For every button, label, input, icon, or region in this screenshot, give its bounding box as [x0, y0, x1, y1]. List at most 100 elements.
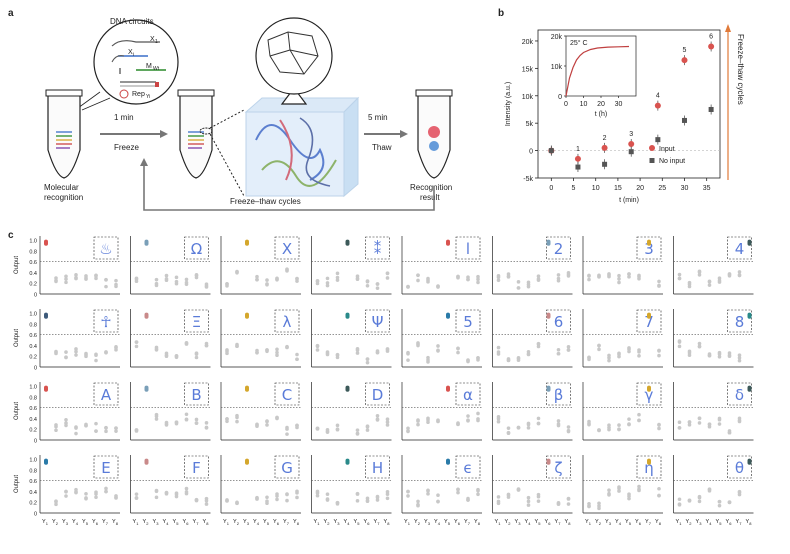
cell-y-tick-label: 1.0: [29, 239, 37, 245]
inactive-output-point: [436, 493, 440, 498]
active-output-point: [345, 387, 350, 392]
inactive-output-point: [64, 280, 68, 285]
inactive-output-point: [526, 499, 531, 504]
inactive-output-point: [416, 422, 420, 427]
handwritten-glyph: 5: [463, 313, 473, 331]
recognition-cell: l: [401, 236, 482, 295]
handwritten-glyph: 8: [735, 313, 745, 331]
inactive-output-point: [627, 496, 631, 501]
inset-title: 25° C: [570, 39, 588, 47]
inactive-output-point: [496, 415, 501, 419]
inactive-output-point: [335, 275, 340, 280]
cell-y-tick-label: 0: [34, 293, 37, 299]
cell-x-tick-label: Y7: [374, 519, 381, 526]
handwritten-glyph: ζ: [554, 459, 562, 477]
active-output-point: [245, 460, 249, 465]
input-point: [654, 102, 661, 109]
inactive-output-point: [436, 349, 440, 353]
inactive-output-point: [627, 275, 631, 279]
inactive-output-point: [697, 421, 702, 425]
no-input-point: [602, 161, 608, 167]
cell-y-tick-label: 0: [34, 439, 37, 445]
inactive-output-point: [536, 277, 541, 281]
handwriting-box: [636, 382, 662, 406]
inactive-output-point: [295, 357, 299, 362]
no-input-point: [628, 149, 634, 155]
inset-y-tick-label: 10k: [551, 64, 563, 71]
input-point: [574, 155, 581, 162]
inactive-output-point: [737, 353, 742, 358]
inactive-output-point: [74, 347, 78, 351]
cell-x-tick-label: Y4: [72, 519, 79, 526]
handwriting-box: [636, 236, 662, 260]
inactive-output-point: [516, 280, 521, 284]
freeze-thaw-side-label: Freeze–thaw cycles: [736, 34, 745, 105]
inactive-output-point: [516, 426, 521, 430]
handwritten-glyph: Ω: [191, 240, 202, 258]
inactive-output-point: [104, 425, 108, 430]
inactive-output-point: [255, 274, 259, 279]
inactive-output-point: [707, 422, 712, 427]
inactive-output-point: [74, 353, 78, 357]
inset-x-tick-label: 30: [615, 101, 623, 108]
handwritten-glyph: 7: [644, 313, 654, 331]
handwriting-box: [727, 382, 752, 406]
cell-x-tick-label: Y6: [364, 519, 371, 526]
inactive-output-point: [406, 285, 410, 289]
inactive-output-point: [597, 428, 601, 432]
inactive-output-point: [406, 358, 410, 362]
inactive-output-point: [426, 355, 430, 360]
inactive-output-point: [697, 273, 702, 277]
handwriting-box: [727, 455, 752, 479]
cell-y-tick-label: 1.0: [29, 312, 37, 318]
inactive-output-point: [587, 357, 591, 362]
tube-icon: [177, 89, 215, 179]
handwriting-box: [365, 309, 390, 333]
handwritten-glyph: 4: [735, 240, 745, 258]
inactive-output-point: [406, 350, 410, 355]
inactive-output-point: [64, 423, 68, 428]
inactive-output-point: [164, 492, 169, 496]
inactive-output-point: [436, 344, 440, 348]
rep-sub: Yi: [146, 94, 150, 100]
active-output-point: [144, 460, 149, 465]
cell-y-tick-label: 0.2: [29, 355, 37, 361]
active-output-point: [446, 460, 450, 465]
inactive-output-point: [637, 487, 641, 492]
x1-sub: 1: [155, 39, 158, 45]
inactive-output-point: [717, 503, 722, 508]
inactive-output-point: [385, 492, 390, 496]
handwriting-box: [636, 309, 662, 333]
inactive-output-point: [697, 416, 702, 420]
inactive-output-point: [265, 495, 269, 500]
inactive-output-point: [74, 490, 78, 495]
cell-x-tick-label: Y8: [565, 519, 572, 526]
active-output-point: [144, 314, 149, 319]
inactive-output-point: [315, 489, 320, 494]
inactive-output-point: [194, 417, 199, 422]
inactive-output-point: [466, 418, 470, 422]
inactive-output-point: [255, 277, 259, 282]
inactive-output-point: [94, 276, 98, 281]
inactive-output-point: [104, 429, 108, 434]
inactive-output-point: [365, 428, 370, 432]
cell-x-tick-label: Y1: [404, 519, 411, 526]
active-output-point: [245, 241, 249, 246]
inactive-output-point: [607, 488, 611, 493]
cell-x-tick-label: Y2: [595, 519, 602, 526]
inactive-output-point: [325, 351, 330, 356]
active-output-point: [345, 314, 350, 319]
inactive-output-point: [104, 486, 108, 491]
inactive-output-point: [134, 276, 139, 281]
no-input-point: [708, 106, 714, 112]
inactive-output-point: [466, 358, 470, 362]
inactive-output-point: [204, 498, 209, 503]
cell-x-tick-label: Y4: [434, 519, 441, 526]
inactive-output-point: [365, 279, 370, 283]
inactive-output-point: [54, 349, 58, 354]
handwritten-glyph: C: [282, 386, 292, 404]
inactive-output-point: [677, 339, 682, 343]
cell-x-tick-label: Y5: [354, 519, 361, 526]
